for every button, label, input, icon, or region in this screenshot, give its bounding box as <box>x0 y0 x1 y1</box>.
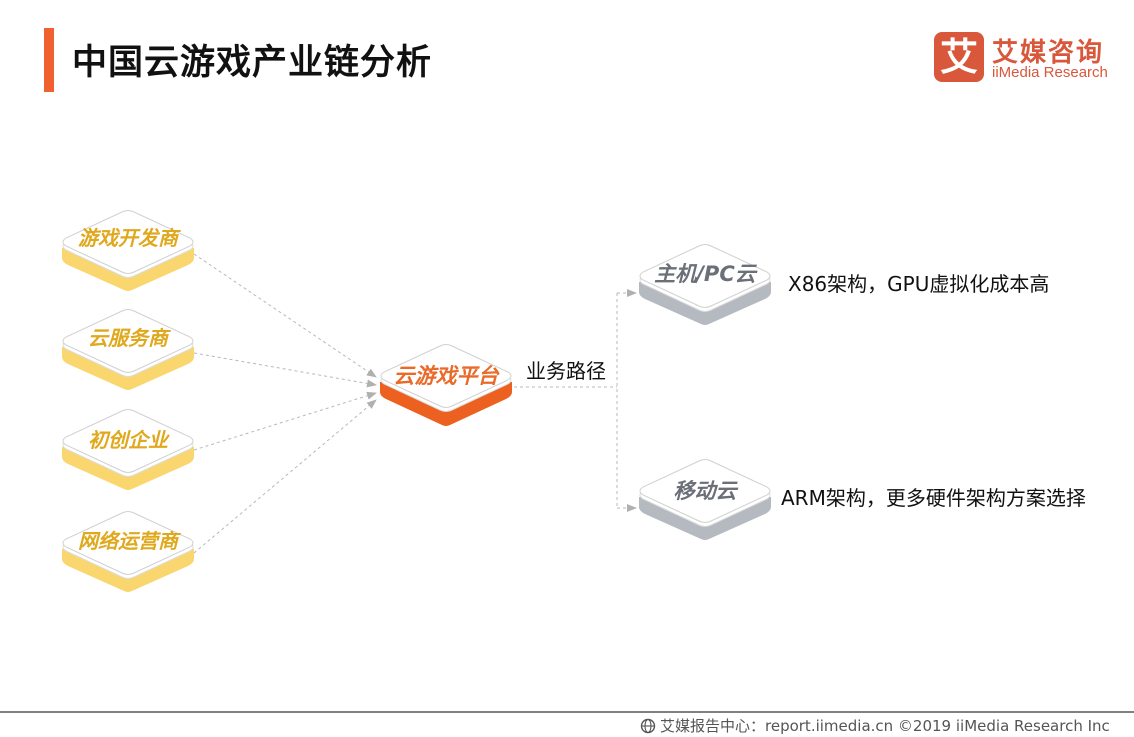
source-label-startup: 初创企业 <box>88 428 168 452</box>
title-accent-bar <box>44 28 54 92</box>
logo-name-en: iiMedia Research <box>992 64 1108 81</box>
tile-cloud-provider <box>62 309 194 390</box>
business-path-label: 业务路径 <box>526 359 606 383</box>
source-tiles <box>62 210 194 592</box>
tile-console-pc-cloud <box>639 244 771 325</box>
footer-text: 艾媒报告中心：report.iimedia.cn ©2019 iiMedia R… <box>660 717 1110 735</box>
source-label-cloud-provider: 云服务商 <box>88 326 168 350</box>
target-connectors <box>514 289 637 512</box>
footer-divider <box>0 711 1134 713</box>
logo-name-cn: 艾媒咨询 <box>992 38 1105 68</box>
globe-icon <box>640 718 656 733</box>
logo-mark: 艾 <box>934 32 984 82</box>
tile-cloud-gaming-platform <box>380 344 512 426</box>
tile-mobile-cloud <box>639 459 771 540</box>
page-title: 中国云游戏产业链分析 <box>72 43 433 83</box>
tile-startup <box>62 409 194 490</box>
source-label-game-developer: 游戏开发商 <box>78 226 178 250</box>
iimedia-logo: 艾 艾媒咨询 iiMedia Research <box>934 32 1124 84</box>
tile-network-operator <box>62 511 194 592</box>
center-label: 云游戏平台 <box>393 364 499 388</box>
footer: 艾媒报告中心：report.iimedia.cn ©2019 iiMedia R… <box>640 715 1110 736</box>
target-desc-mobile: ARM架构，更多硬件架构方案选择 <box>781 486 1086 510</box>
source-connectors <box>193 253 377 554</box>
target-desc-console-pc: X86架构，GPU虚拟化成本高 <box>788 272 1050 296</box>
tile-game-developer <box>62 210 194 291</box>
target-label-mobile: 移动云 <box>673 479 737 503</box>
source-label-network-operator: 网络运营商 <box>78 529 178 553</box>
target-label-console-pc: 主机/PC云 <box>654 262 756 286</box>
